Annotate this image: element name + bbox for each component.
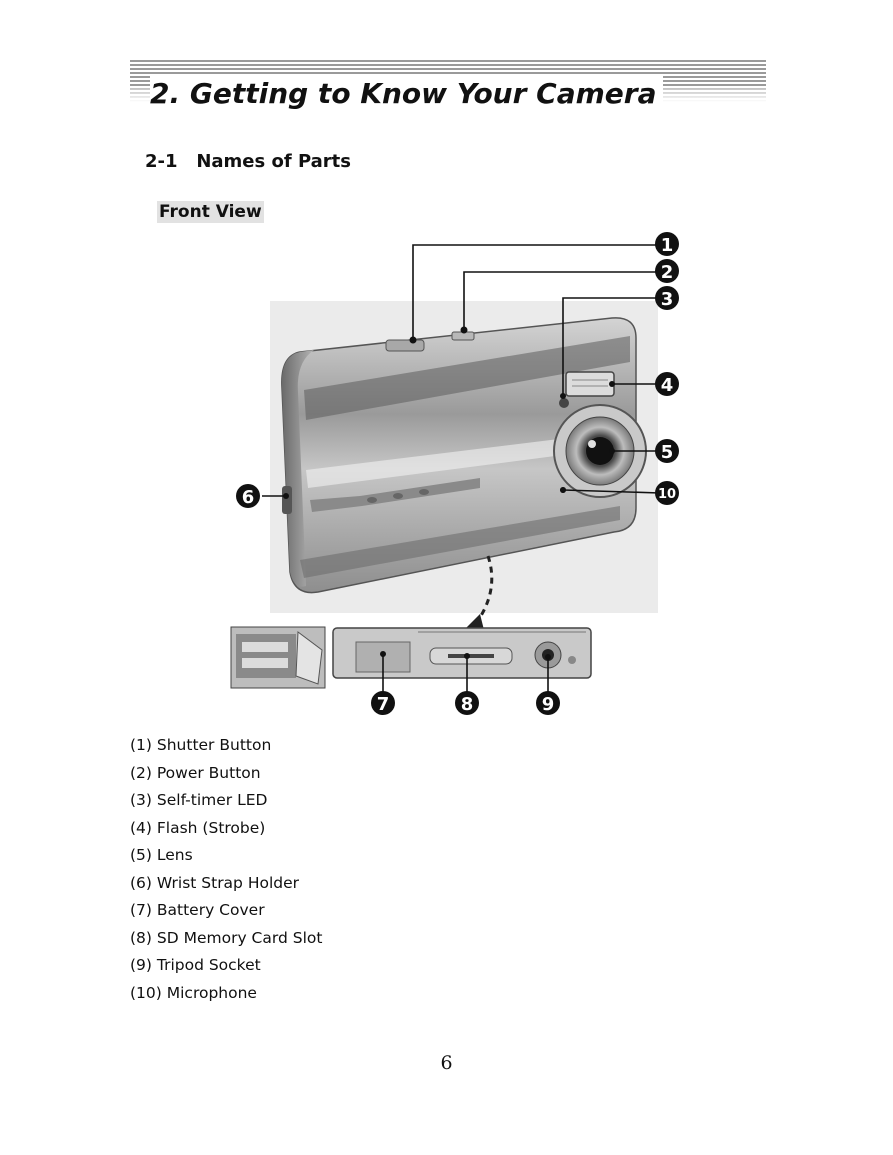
callout-8 xyxy=(455,691,479,715)
camera-body xyxy=(281,317,637,594)
photo-background xyxy=(270,301,658,613)
flash-window xyxy=(565,371,615,397)
list-item: (1) Shutter Button xyxy=(130,736,272,754)
callout-5-label: 5 xyxy=(661,442,674,463)
callout-10 xyxy=(655,481,679,505)
parts-list: (1) Shutter Button (2) Power Button (3) … xyxy=(130,732,322,1007)
callout-2-label: 2 xyxy=(661,262,674,283)
callout-8-label: 8 xyxy=(461,694,474,715)
list-item: (9) Tripod Socket xyxy=(130,956,261,974)
self-timer-led xyxy=(559,398,569,408)
chapter-title: 2. Getting to Know Your Camera xyxy=(150,76,663,112)
callout-1 xyxy=(655,232,679,256)
callout-6-label: 6 xyxy=(242,487,255,508)
callout-1-label: 1 xyxy=(661,235,674,256)
callout-4 xyxy=(655,372,679,396)
callout-4-label: 4 xyxy=(661,375,674,396)
lens-ring xyxy=(553,404,647,498)
callout-2 xyxy=(655,259,679,283)
microphone-hole xyxy=(560,487,566,493)
callout-3 xyxy=(655,286,679,310)
list-item: (3) Self-timer LED xyxy=(130,791,268,809)
callout-10-label: 10 xyxy=(658,487,676,502)
list-item: (4) Flash (Strobe) xyxy=(130,818,266,837)
page-number: 6 xyxy=(440,1052,453,1074)
callout-7 xyxy=(371,691,395,715)
list-item: (6) Wrist Strap Holder xyxy=(130,873,300,892)
list-item: (5) Lens xyxy=(130,846,193,864)
section-title: 2-1 Names of Parts xyxy=(145,151,351,172)
callout-9 xyxy=(536,691,560,715)
callout-5 xyxy=(655,439,679,463)
camera-bottom-photo xyxy=(332,627,592,679)
callout-7-label: 7 xyxy=(377,694,390,715)
list-item: (7) Battery Cover xyxy=(130,901,265,919)
callout-9-label: 9 xyxy=(542,694,555,715)
battery-door-photo xyxy=(230,626,326,689)
callout-3-label: 3 xyxy=(661,289,674,310)
list-item: (10) Microphone xyxy=(130,983,257,1002)
callout-6 xyxy=(236,484,260,508)
list-item: (2) Power Button xyxy=(130,763,261,782)
list-item: (8) SD Memory Card Slot xyxy=(130,928,323,947)
subsection-label: Front View xyxy=(157,201,264,223)
